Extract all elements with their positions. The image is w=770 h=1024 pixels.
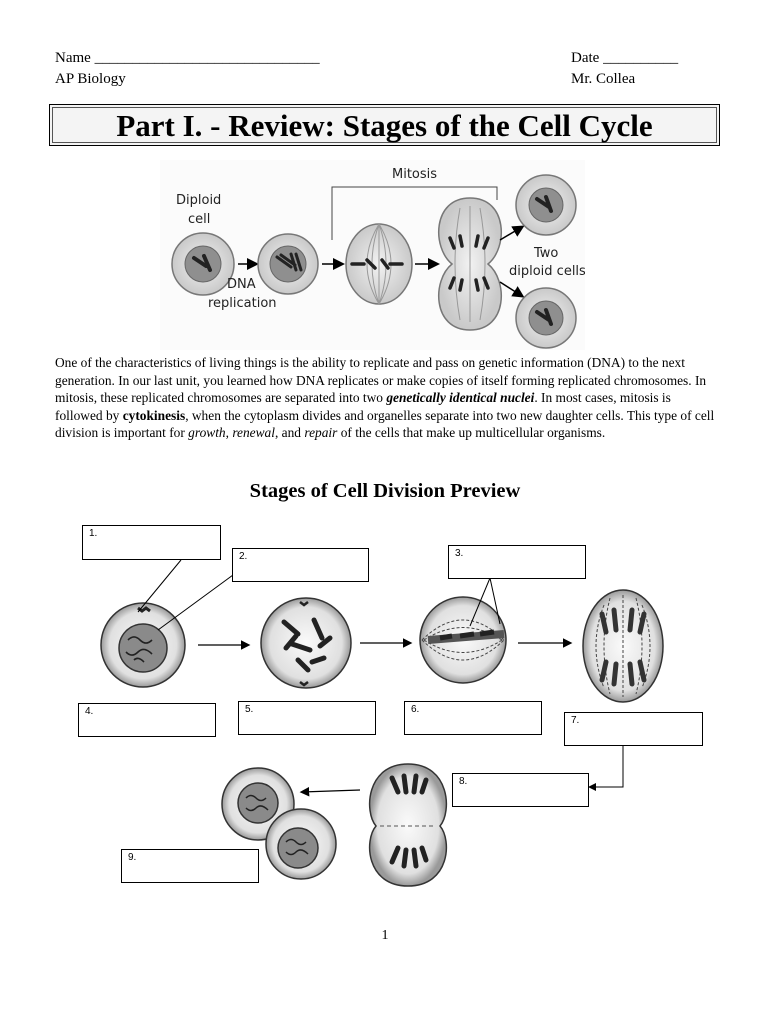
diploid-cell <box>171 232 235 296</box>
label-box-3[interactable]: 3. <box>448 545 586 579</box>
page-number: 1 <box>381 928 389 943</box>
page-title: Part I. - Review: Stages of the Cell Cyc… <box>116 108 653 143</box>
intro-comma: , <box>225 425 233 441</box>
label-box-7[interactable]: 7. <box>564 712 703 746</box>
dna-label-2: replication <box>208 296 277 311</box>
genetically-identical-term: genetically identical nuclei <box>386 390 535 406</box>
renewal-term: renewal <box>232 425 275 441</box>
metaphase-cell <box>419 596 507 684</box>
cell-cycle-diagram: Diploid cell DNA replication Mitosis Two… <box>160 160 585 350</box>
label-box-6[interactable]: 6. <box>404 701 542 735</box>
name-field: Name ______________________________ <box>55 50 320 66</box>
daughter-cell-top <box>515 174 577 236</box>
two-label-1: Two <box>533 246 558 261</box>
telophase-cell <box>368 763 448 887</box>
cytokinesis-term: cytokinesis <box>122 407 186 423</box>
date-field: Date __________ <box>571 50 679 66</box>
dna-label-1: DNA <box>227 277 256 292</box>
anaphase-cell <box>582 589 664 703</box>
label-box-8[interactable]: 8. <box>452 773 589 807</box>
two-label-2: diploid cells <box>509 264 585 279</box>
intro-text-1: One of the characteristics of living thi… <box>55 355 707 406</box>
course-name: AP Biology <box>55 71 126 87</box>
intro-text-2: . In most cases, mitosis is followed by <box>55 390 671 423</box>
label-box-2[interactable]: 2. <box>232 548 369 582</box>
replicated-cell <box>257 233 319 295</box>
intro-and: , and <box>274 425 305 441</box>
daughter-cell-lower <box>265 808 337 880</box>
diploid-label-1: Diploid <box>176 193 221 208</box>
intro-text-4: of the cells that make up multicellular … <box>337 425 606 441</box>
stages-diagram <box>100 559 664 887</box>
metaphase-cell <box>345 223 413 305</box>
growth-term: growth <box>188 425 226 441</box>
prophase-cell <box>260 597 352 689</box>
daughter-cell-bottom <box>515 287 577 349</box>
diploid-label-2: cell <box>188 212 210 227</box>
title-box: Part I. - Review: Stages of the Cell Cyc… <box>49 104 720 146</box>
repair-term: repair <box>304 425 338 441</box>
teacher-name: Mr. Collea <box>571 71 636 87</box>
label-box-9[interactable]: 9. <box>121 849 259 883</box>
interphase-cell <box>100 602 186 688</box>
intro-text-3: , when the cytoplasm divides and organel… <box>55 407 715 441</box>
mitosis-label: Mitosis <box>392 167 437 182</box>
anaphase-cell <box>438 197 502 331</box>
label-box-5[interactable]: 5. <box>238 701 376 735</box>
section-subtitle: Stages of Cell Division Preview <box>249 480 521 502</box>
label-box-4[interactable]: 4. <box>78 703 216 737</box>
label-box-1[interactable]: 1. <box>82 525 221 560</box>
intro-paragraph: One of the characteristics of living thi… <box>55 354 720 442</box>
